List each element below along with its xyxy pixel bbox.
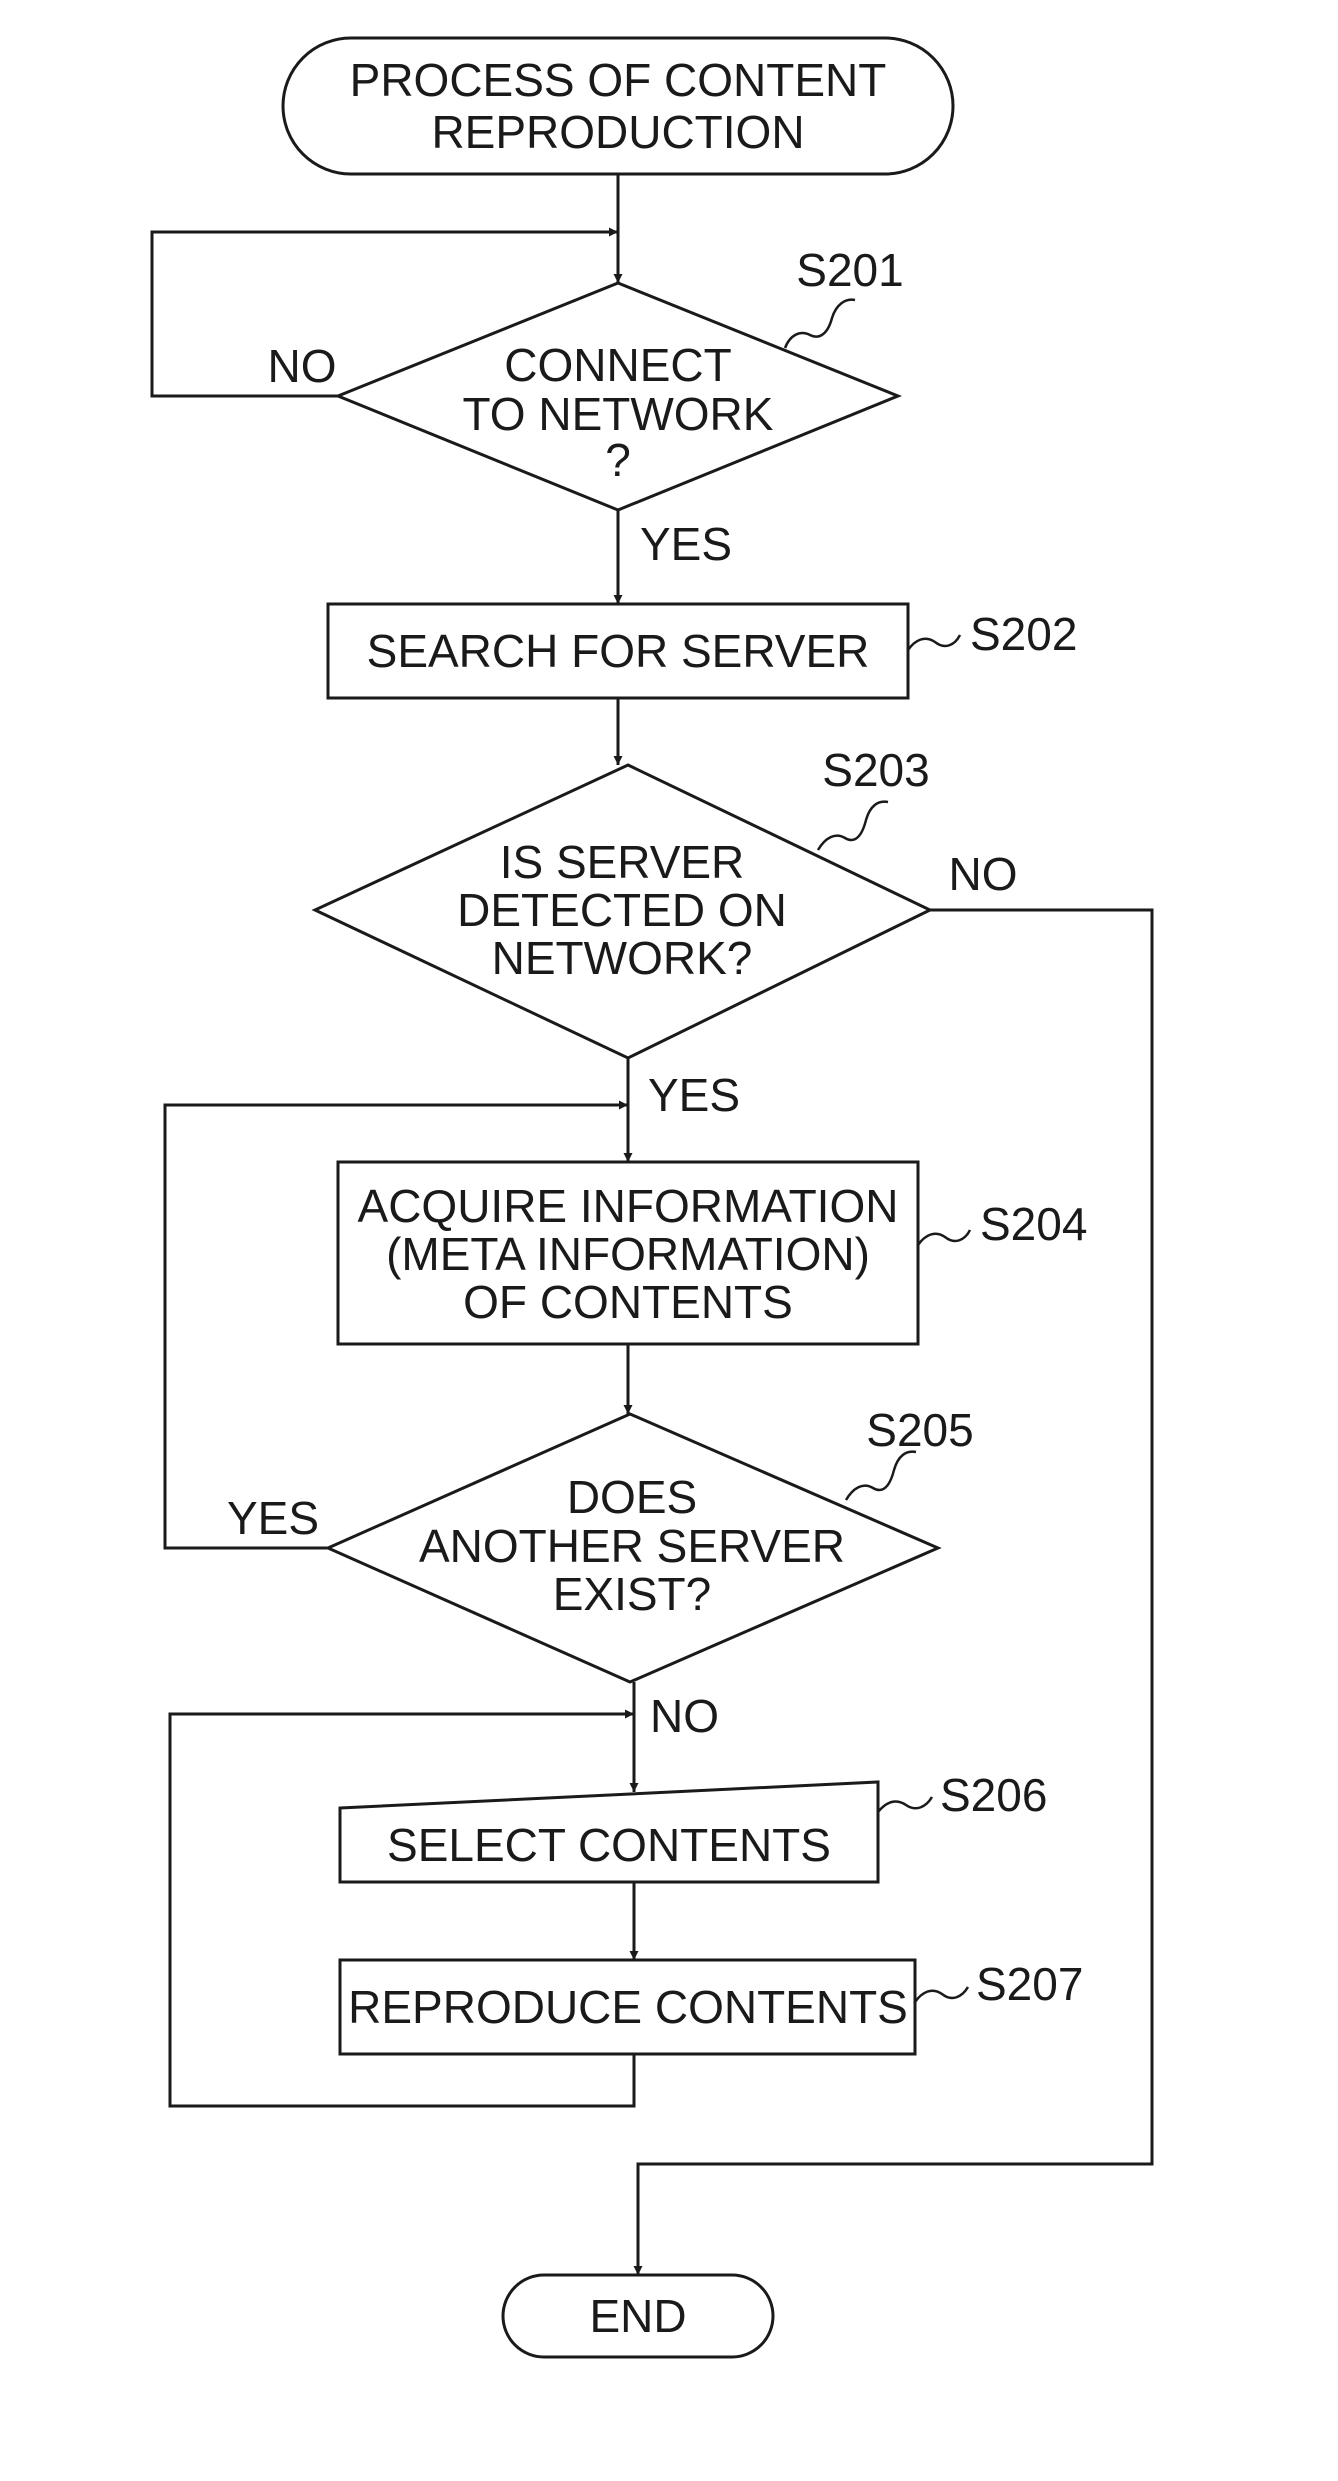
- s203-no-label: NO: [949, 848, 1018, 900]
- s205-text-line-1: DOES: [567, 1471, 697, 1523]
- s205-step-id: S205: [866, 1404, 973, 1456]
- decision-s205: DOES ANOTHER SERVER EXIST?: [328, 1414, 938, 1682]
- s203-leader: [818, 802, 888, 850]
- s205-no-label: NO: [650, 1690, 719, 1742]
- s201-text-line-2: TO NETWORK: [463, 388, 774, 440]
- s207-text: REPRODUCE CONTENTS: [348, 1981, 908, 2033]
- input-s206: SELECT CONTENTS: [340, 1782, 878, 1882]
- s205-leader: [846, 1452, 916, 1500]
- process-s204: ACQUIRE INFORMATION (META INFORMATION) O…: [338, 1162, 918, 1344]
- s204-text-line-2: (META INFORMATION): [386, 1228, 870, 1280]
- s203-yes-label: YES: [648, 1069, 740, 1121]
- s201-yes-label: YES: [640, 518, 732, 570]
- s201-no-label: NO: [268, 340, 337, 392]
- s201-step-id: S201: [796, 244, 903, 296]
- s201-text-line-3: ?: [605, 434, 631, 486]
- s206-text: SELECT CONTENTS: [387, 1819, 831, 1871]
- s203-text-line-2: DETECTED ON: [457, 884, 787, 936]
- s204-text-line-1: ACQUIRE INFORMATION: [358, 1180, 899, 1232]
- end-label: END: [589, 2290, 686, 2342]
- s203-text-line-3: NETWORK?: [492, 932, 753, 984]
- s204-step-id: S204: [980, 1198, 1087, 1250]
- s201-leader: [785, 300, 855, 348]
- s207-leader: [915, 1987, 968, 2002]
- s204-text-line-3: OF CONTENTS: [463, 1276, 793, 1328]
- s206-leader: [878, 1797, 932, 1812]
- s205-yes-label: YES: [227, 1492, 319, 1544]
- start-terminator: PROCESS OF CONTENT REPRODUCTION: [283, 38, 953, 174]
- s202-text: SEARCH FOR SERVER: [367, 625, 870, 677]
- s205-text-line-3: EXIST?: [553, 1568, 712, 1620]
- s203-text-line-1: IS SERVER: [500, 836, 745, 888]
- start-title-line-2: REPRODUCTION: [431, 106, 804, 158]
- process-s202: SEARCH FOR SERVER: [328, 604, 908, 698]
- s202-leader: [908, 635, 960, 650]
- decision-s203: IS SERVER DETECTED ON NETWORK?: [315, 765, 930, 1058]
- s207-step-id: S207: [976, 1958, 1083, 2010]
- s203-step-id: S203: [822, 744, 929, 796]
- s206-step-id: S206: [940, 1769, 1047, 1821]
- process-s207: REPRODUCE CONTENTS: [340, 1960, 915, 2054]
- end-terminator: END: [503, 2275, 773, 2357]
- start-title-line-1: PROCESS OF CONTENT: [350, 54, 887, 106]
- s205-text-line-2: ANOTHER SERVER: [419, 1520, 845, 1572]
- s204-leader: [918, 1230, 970, 1245]
- decision-s201: CONNECT TO NETWORK ?: [338, 283, 898, 510]
- s201-text-line-1: CONNECT: [504, 339, 731, 391]
- s202-step-id: S202: [970, 608, 1077, 660]
